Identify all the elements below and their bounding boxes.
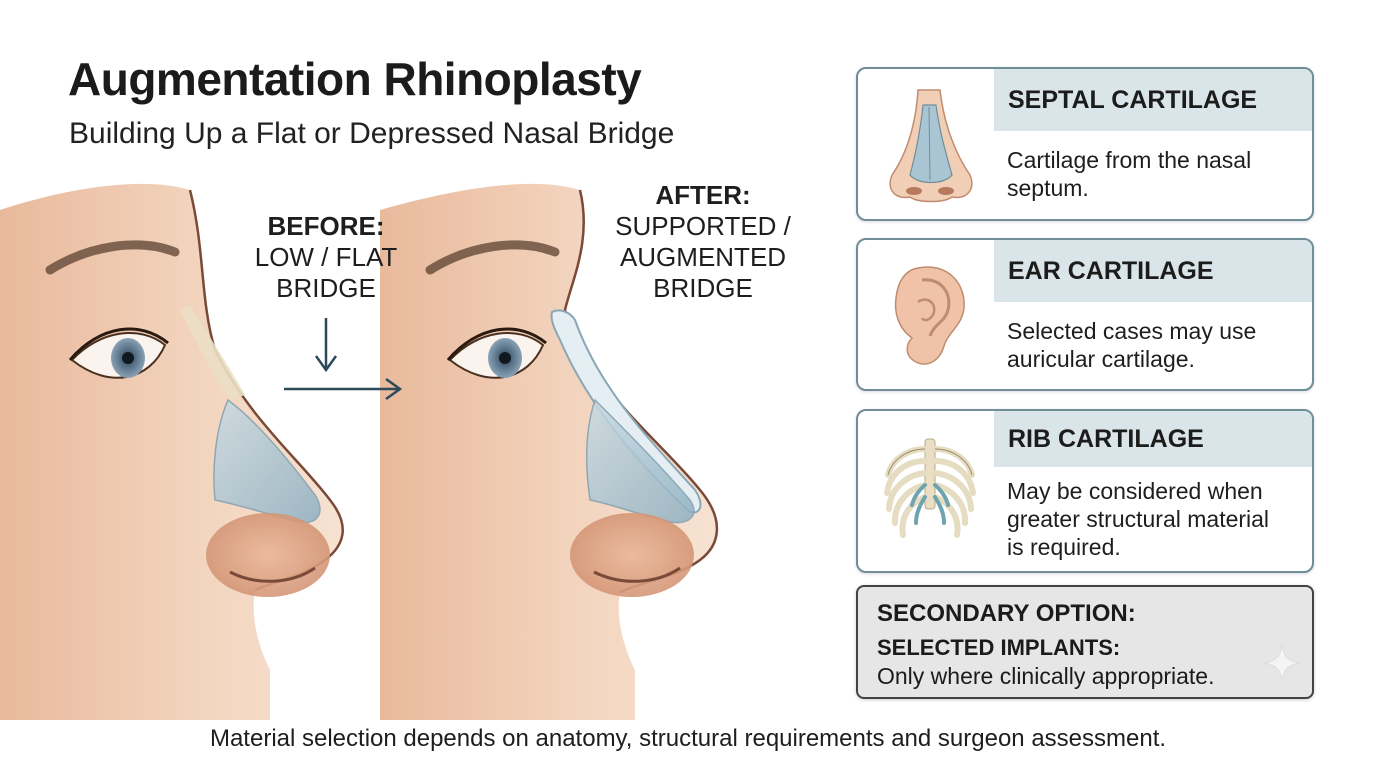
card-ear-desc-line2: auricular cartilage. [1007, 346, 1195, 372]
before-face-profile [0, 183, 344, 720]
sparkle-icon [1263, 644, 1301, 682]
page-subtitle: Building Up a Flat or Depressed Nasal Br… [69, 117, 675, 150]
selected-implants-label: SELECTED IMPLANTS: [877, 635, 1121, 660]
card-septal-desc: Cartilage from the nasal septum. [1007, 146, 1251, 202]
ear-icon [894, 266, 965, 365]
card-septal-desc-line1: Cartilage from the nasal [1007, 147, 1252, 173]
after-line2: AUGMENTED [619, 242, 787, 272]
footer-note: Material selection depends on anatomy, s… [209, 725, 1167, 752]
nose-icon [889, 89, 973, 203]
secondary-option-card: SECONDARY OPTION: SELECTED IMPLANTS: Onl… [856, 585, 1314, 699]
card-ear-cartilage: EAR CARTILAGE Selected cases may use aur… [856, 238, 1314, 391]
card-septal-cartilage: SEPTAL CARTILAGE Cartilage from the nasa… [856, 67, 1314, 221]
down-arrow [314, 318, 338, 373]
card-ear-desc-line1: Selected cases may use [1007, 318, 1257, 344]
before-label: BEFORE: LOW / FLAT BRIDGE [240, 211, 412, 304]
after-line1: SUPPORTED / [615, 211, 791, 241]
secondary-option-desc: Only where clinically appropriate. [877, 663, 1215, 689]
rhinoplasty-illustration [0, 183, 719, 720]
right-arrow [284, 377, 403, 401]
card-ear-desc: Selected cases may use auricular cartila… [1007, 317, 1256, 373]
page-title: Augmentation Rhinoplasty [68, 53, 642, 105]
card-septal-desc-line2: septum. [1007, 175, 1089, 201]
card-rib-desc-line2: greater structural material [1007, 506, 1270, 532]
ribcage-icon [884, 438, 976, 538]
after-face-profile [380, 183, 719, 720]
card-ear-title: EAR CARTILAGE [994, 240, 1312, 302]
after-label: AFTER: SUPPORTED / AUGMENTED BRIDGE [598, 180, 808, 304]
before-line2: BRIDGE [276, 273, 376, 303]
card-rib-desc-line3: is required. [1007, 534, 1121, 560]
card-rib-desc: May be considered when greater structura… [1007, 477, 1269, 561]
card-rib-cartilage: RIB CARTILAGE May be considered when gre… [856, 409, 1314, 573]
before-heading: BEFORE: [267, 211, 385, 241]
before-line1: LOW / FLAT [254, 242, 398, 272]
after-heading: AFTER: [655, 180, 751, 210]
card-rib-desc-line1: May be considered when [1007, 478, 1263, 504]
card-rib-title: RIB CARTILAGE [994, 411, 1312, 467]
card-septal-title: SEPTAL CARTILAGE [994, 69, 1312, 131]
after-line3: BRIDGE [653, 273, 753, 303]
secondary-option-heading: SECONDARY OPTION: [877, 600, 1136, 627]
